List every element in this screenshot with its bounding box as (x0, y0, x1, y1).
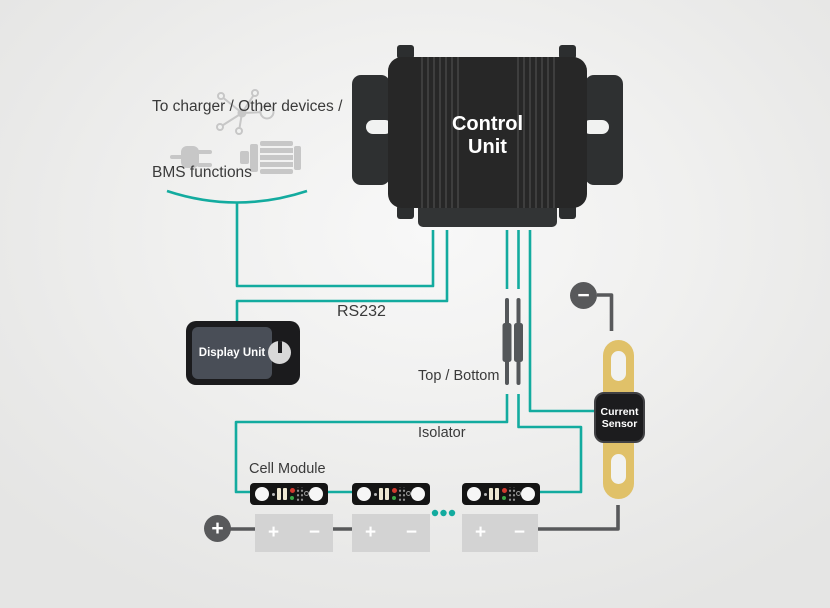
display-unit: Display Unit (186, 321, 300, 385)
module-terminal-left (467, 487, 481, 501)
minus-symbol: − (577, 284, 590, 307)
control-unit-foot (397, 205, 414, 219)
battery-minus: − (513, 522, 525, 543)
cell-module-2 (352, 483, 430, 505)
module-pin-header (507, 487, 516, 501)
module-terminal-left (357, 487, 371, 501)
cell-module-1 (250, 483, 328, 505)
current-sensor-label-line2: Sensor (601, 417, 638, 430)
module-fuse (379, 488, 383, 500)
charger-annotation-line2: BMS functions (152, 164, 252, 181)
mount-slot-left (366, 120, 392, 134)
wire-rs232-control-to-display (235, 230, 449, 322)
control-unit-mount-tab-right (583, 75, 623, 185)
power-knob-icon (268, 341, 291, 364)
battery-plus: + (475, 522, 487, 543)
wire-charger-to-control (235, 203, 435, 288)
battery-plus: + (365, 522, 377, 543)
control-unit-connector (418, 208, 557, 227)
module-fuse (277, 488, 281, 500)
battery-plus: + (268, 522, 280, 543)
module-led-green (290, 495, 294, 500)
module-dot (272, 492, 275, 496)
control-unit-label-line1: Control (451, 112, 524, 135)
busbar-hole-top (611, 351, 626, 381)
module-fuse (489, 488, 493, 500)
module-led-red (391, 488, 397, 493)
busbar-hole-bottom (611, 454, 626, 484)
control-unit: Control Unit (388, 57, 587, 208)
current-sensor: Current Sensor (594, 392, 645, 443)
current-sensor-label-line1: Current (600, 405, 639, 418)
isolator-label-line2: Isolator (418, 425, 466, 441)
module-led-red (289, 488, 295, 493)
module-led-red (501, 488, 507, 493)
module-pin-header (295, 487, 304, 501)
wire-busbar-to-battery3 (538, 505, 620, 531)
wire-isolator2-to-module3 (517, 394, 583, 494)
isolator-label-line1: Top / Bottom (418, 368, 500, 384)
wire-isolator1-to-module1 (234, 394, 509, 494)
rs232-label: RS232 (337, 303, 386, 320)
plug-icon (170, 146, 212, 168)
charger-annotation-line1: To charger / Other devices / (152, 98, 343, 115)
network-icon (216, 89, 275, 135)
motor-icon (240, 141, 301, 174)
module-fuse (495, 488, 499, 500)
display-unit-screen: Display Unit (192, 327, 272, 379)
continuation-dots (431, 509, 456, 517)
module-pin-header (397, 487, 406, 501)
battery-minus: − (308, 522, 320, 543)
wire-control-to-current-sensor (528, 230, 595, 413)
module-terminal-right (411, 487, 425, 501)
control-unit-foot (559, 205, 576, 219)
module-dot (484, 492, 487, 496)
module-ring (304, 491, 309, 496)
mount-slot-right (583, 120, 609, 134)
module-led-green (392, 495, 396, 500)
module-ring (516, 491, 521, 496)
battery-cell-1: + − (255, 514, 333, 552)
plus-symbol: + (211, 517, 224, 540)
cell-module-3 (462, 483, 540, 505)
minus-terminal-icon: − (570, 282, 597, 309)
battery-cell-3: + − (462, 514, 538, 552)
control-unit-mount-tab-left (352, 75, 392, 185)
module-dot (374, 492, 377, 496)
grouping-brace (166, 189, 308, 204)
knob-notch (277, 341, 282, 353)
isolator-component-1 (502, 298, 512, 385)
control-unit-label-line2: Unit (468, 135, 507, 158)
module-terminal-right (521, 487, 535, 501)
cell-module-label: Cell Module (249, 461, 326, 477)
battery-minus: − (405, 522, 417, 543)
wire-minus-terminal-to-busbar (597, 293, 614, 331)
battery-cell-2: + − (352, 514, 430, 552)
module-terminal-left (255, 487, 269, 501)
isolator-component-2 (514, 298, 523, 385)
display-unit-label: Display Unit (198, 347, 266, 359)
heatsink-fins-right (513, 57, 558, 208)
isolator-label: Top / Bottom Isolator (418, 329, 499, 481)
control-unit-foot (559, 45, 576, 59)
module-terminal-right (309, 487, 323, 501)
module-fuse (283, 488, 287, 500)
module-ring (406, 491, 411, 496)
module-fuse (385, 488, 389, 500)
control-unit-label: Control Unit (388, 57, 587, 208)
plus-terminal-icon: + (204, 515, 231, 542)
heatsink-fins-left (417, 57, 462, 208)
charger-annotation: To charger / Other devices / BMS functio… (152, 52, 342, 228)
control-unit-foot (397, 45, 414, 59)
module-led-green (502, 495, 506, 500)
